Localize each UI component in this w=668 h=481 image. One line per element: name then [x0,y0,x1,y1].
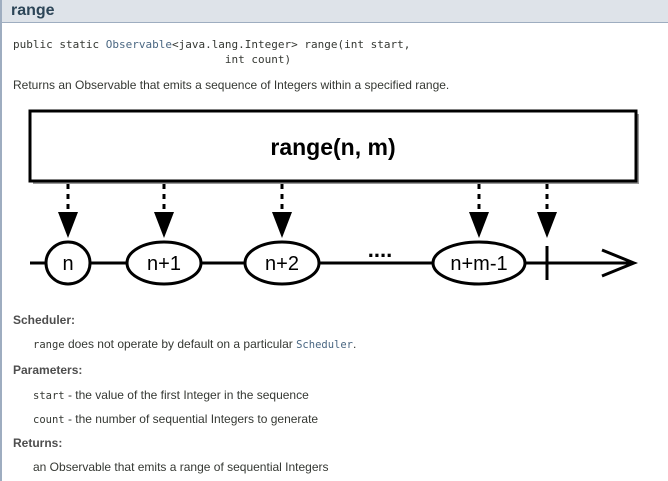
marble-label: n+1 [147,253,181,275]
marble-n-plus-2 [243,240,321,286]
marble-label: n+m-1 [450,253,507,275]
emission-arrows [66,184,549,215]
marble-diagram: range(n, m) n n+1 n+2 n+m-1 .... [28,109,639,286]
method-description: Returns an Observable that emits a seque… [13,78,450,92]
marble-n-plus-m-minus-1 [431,240,527,286]
param-desc: - the number of sequential Integers to g… [64,412,319,426]
parameter-count: count - the number of sequential Integer… [33,412,318,426]
marble-n-plus-1 [125,240,203,286]
signature-line2: int count) [13,53,292,66]
scheduler-heading: Scheduler: [13,313,76,327]
marble-n [44,240,92,286]
timeline-arrow-icon [601,248,638,278]
signature-rest: <java.lang.Integer> range(int start, [171,38,411,51]
ellipsis: .... [368,237,392,262]
param-name: count [33,414,65,426]
returns-heading: Returns: [13,436,63,450]
scheduler-desc: does not operate by default on a particu… [64,337,297,351]
marble-label: n+2 [265,253,299,275]
scheduler-link[interactable]: Scheduler [296,339,354,351]
period: . [353,337,357,351]
returns-text: an Observable that emits a range of sequ… [33,460,329,474]
parameters-heading: Parameters: [13,363,83,377]
parameter-start: start - the value of the first Integer i… [33,388,309,402]
code-range: range [33,339,65,351]
method-title: range [2,0,668,23]
param-name: start [33,390,65,402]
signature-modifiers: public static [13,38,106,51]
arrow-heads [58,212,557,238]
param-desc: - the value of the first Integer in the … [64,388,309,402]
operator-label: range(n, m) [270,134,395,160]
observable-link[interactable]: Observable [105,38,172,51]
operator-box [28,109,638,183]
method-signature: public static Observable<java.lang.Integ… [13,37,410,67]
marble-label: n [62,253,73,275]
scheduler-text: range does not operate by default on a p… [33,337,356,351]
